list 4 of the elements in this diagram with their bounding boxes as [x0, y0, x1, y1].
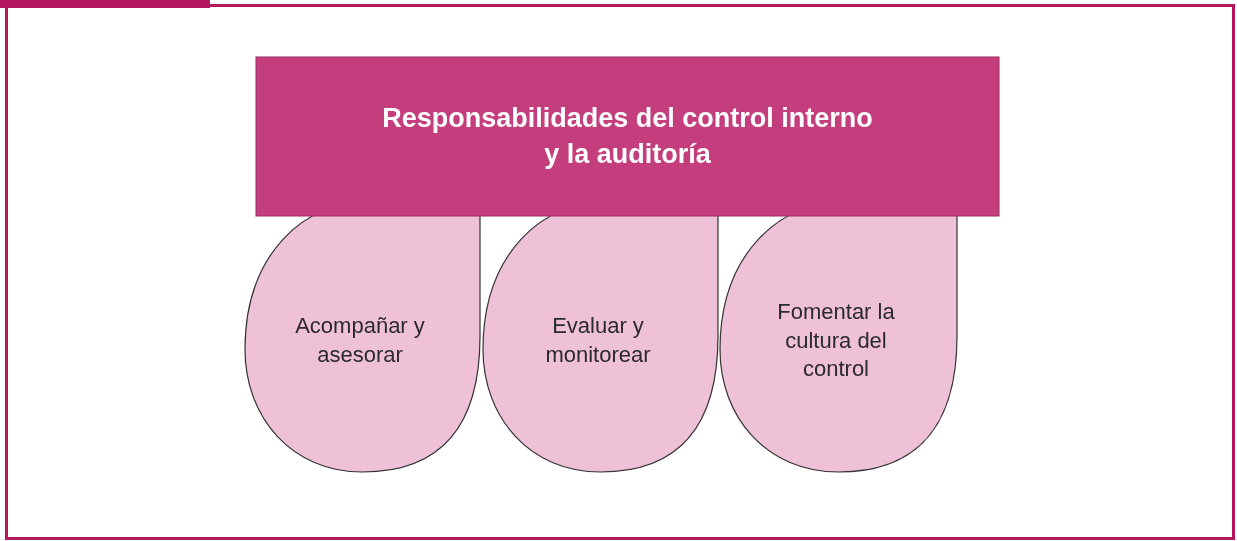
shape-label: Fomentar la cultura del control: [776, 298, 896, 384]
shape-label: Evaluar y monitorear: [544, 312, 652, 369]
title-text: Responsabilidades del control interno y la auditoría: [381, 102, 874, 171]
shape-label: Acompañar y asesorar: [294, 312, 426, 369]
